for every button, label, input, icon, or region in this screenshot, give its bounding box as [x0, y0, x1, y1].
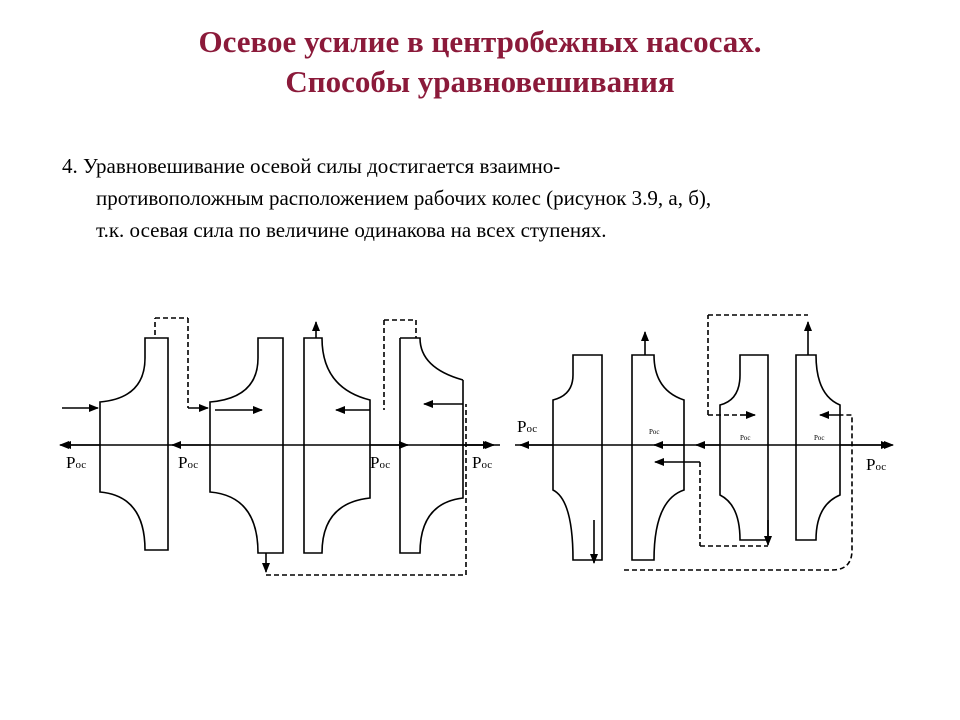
svg-text:Рос: Рос [740, 434, 751, 442]
impeller-a1 [99, 337, 169, 551]
force-labels-b: Pос Pос Рос Рос Рос [517, 417, 886, 474]
diagram-b [515, 314, 894, 571]
svg-text:Pос: Pос [472, 453, 492, 472]
title-line-2: Способы уравновешивания [285, 64, 675, 99]
slide-title: Осевое усилие в центробежных насосах. Сп… [0, 22, 960, 102]
svg-text:Рос: Рос [814, 434, 825, 442]
svg-text:Pос: Pос [866, 455, 886, 474]
paragraph-line-1: 4. Уравновешивание осевой силы достигает… [62, 154, 561, 178]
impeller-b4 [795, 354, 841, 541]
impeller-a2 [209, 337, 284, 554]
body-paragraph: 4. Уравновешивание осевой силы достигает… [62, 150, 922, 246]
paragraph-line-2: противоположным расположением рабочих ко… [96, 186, 712, 210]
title-line-1: Осевое усилие в центробежных насосах. [198, 24, 762, 59]
impeller-b3 [719, 354, 769, 541]
svg-text:Pос: Pос [66, 453, 86, 472]
svg-text:Pос: Pос [517, 417, 537, 436]
svg-text:Рос: Рос [649, 428, 660, 436]
impeller-b1 [552, 354, 603, 561]
impeller-b2 [631, 354, 685, 561]
impeller-a3 [303, 337, 371, 554]
paragraph-line-3: т.к. осевая сила по величине одинакова н… [96, 218, 607, 242]
svg-text:Pос: Pос [178, 453, 198, 472]
impeller-a4 [399, 338, 464, 554]
diagram-a [59, 317, 500, 576]
force-labels-a: Pос Pос Pос Pос [66, 453, 492, 472]
svg-text:Pос: Pос [370, 453, 390, 472]
